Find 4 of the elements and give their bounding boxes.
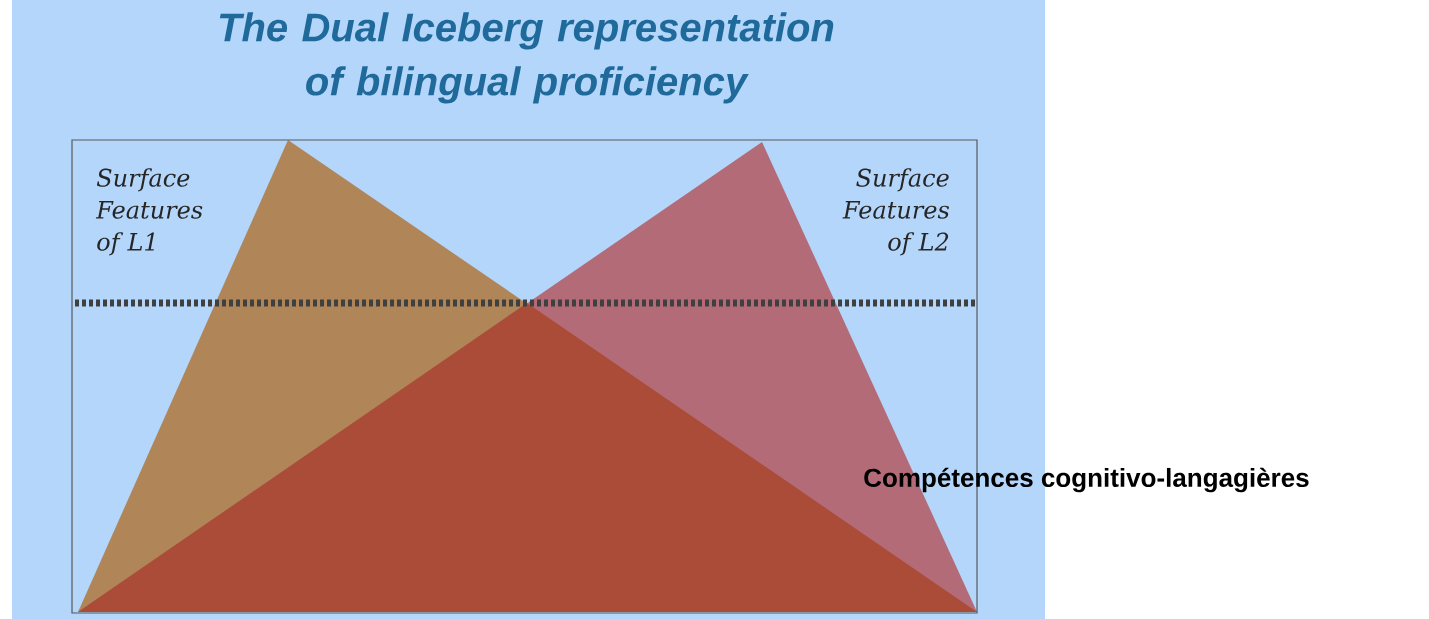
surface-label: Surface Features of L2	[842, 168, 949, 256]
surface-label: Surface Features of L1	[95, 168, 203, 256]
title: The Dual Iceberg representation of bilingual proficiency	[219, 12, 834, 104]
caption-label: Compétences cognitivo-langagières	[864, 467, 1309, 493]
